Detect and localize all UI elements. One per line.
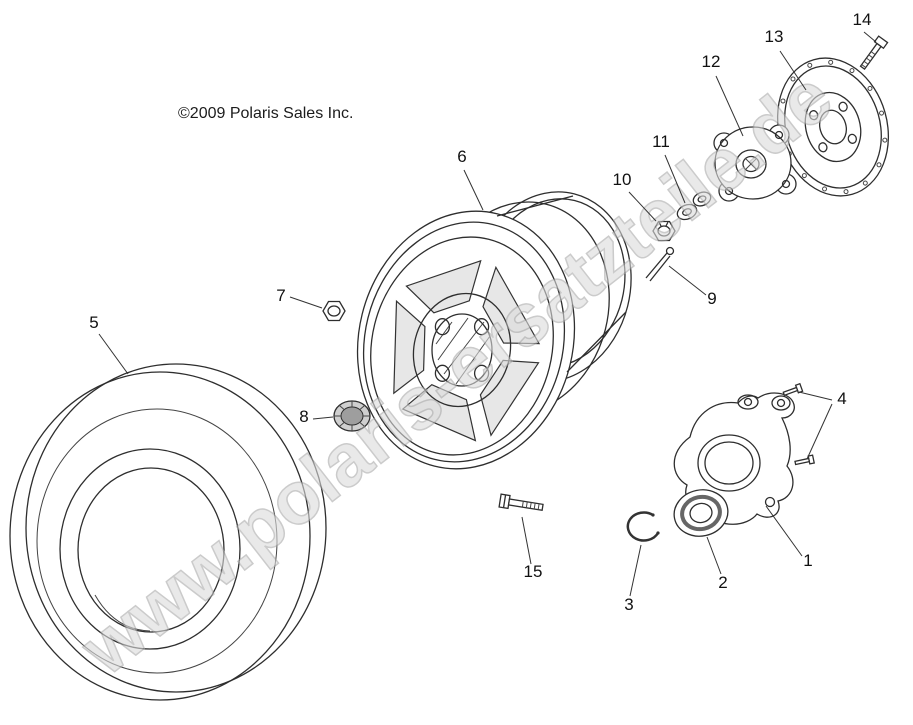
part-bearing [673, 489, 729, 537]
callout-14: 14 [853, 10, 872, 29]
callout-15: 15 [524, 562, 543, 581]
callout-labels: 1 2 3 4 5 6 7 8 9 10 11 12 13 14 15 [89, 10, 871, 614]
callout-1: 1 [803, 551, 812, 570]
part-lug-nut [322, 300, 346, 322]
part-wheel-bolt [498, 493, 544, 512]
callout-8: 8 [299, 407, 308, 426]
part-washers [676, 191, 712, 221]
leader-lines [98, 31, 877, 597]
part-brake-disc [776, 57, 890, 197]
callout-3: 3 [624, 595, 633, 614]
callout-12: 12 [702, 52, 721, 71]
part-wheel-hub [713, 124, 797, 202]
copyright-text: ©2009 Polaris Sales Inc. [178, 105, 353, 122]
part-cotter-pin [645, 246, 675, 282]
callout-10: 10 [613, 170, 632, 189]
callout-5: 5 [89, 313, 98, 332]
part-disc-bolt [859, 35, 889, 71]
part-castle-nut [652, 220, 676, 242]
callout-7: 7 [276, 286, 285, 305]
callout-2: 2 [718, 573, 727, 592]
part-hub-cap [333, 400, 371, 432]
callout-9: 9 [707, 289, 716, 308]
callout-6: 6 [457, 147, 466, 166]
part-wheel-rim [356, 191, 632, 470]
callout-13: 13 [765, 27, 784, 46]
part-screws [782, 382, 816, 466]
callout-4: 4 [837, 389, 846, 408]
callout-11: 11 [652, 132, 670, 151]
part-tire [9, 363, 327, 701]
part-snap-ring [626, 511, 660, 542]
